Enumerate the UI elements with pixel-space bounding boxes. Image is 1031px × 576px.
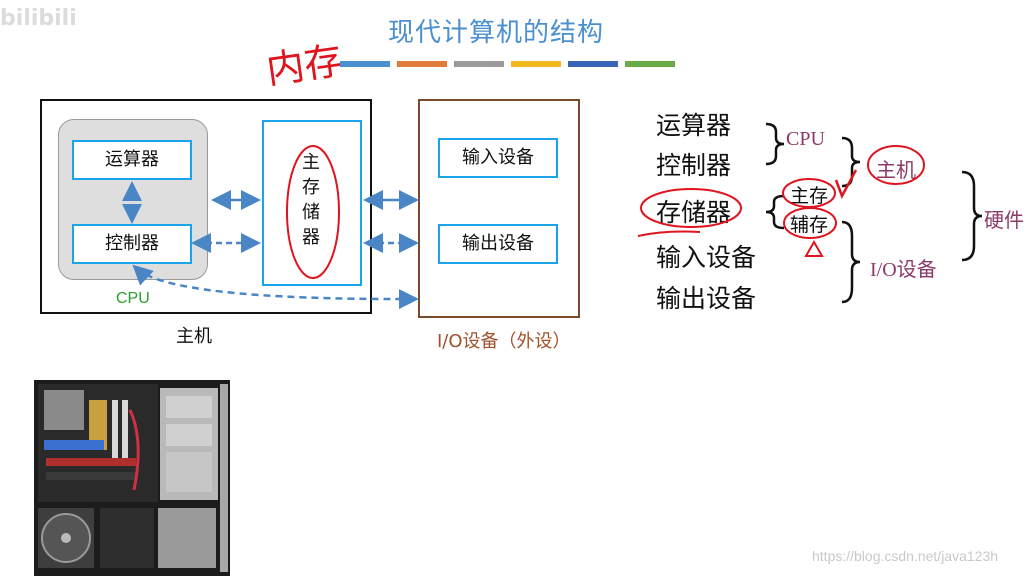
main-memory-sub-label: 主存 xyxy=(790,185,829,207)
hardware-group-label: 硬件 xyxy=(984,210,1024,232)
color-bar-segment xyxy=(511,61,561,67)
memory-item-circle xyxy=(640,188,742,228)
color-bar-segment xyxy=(454,61,504,67)
cpu-group-label: CPU xyxy=(786,128,825,150)
color-bar-segment xyxy=(568,61,618,67)
host-label: 主机 xyxy=(176,326,212,347)
host-group-label: 主机 xyxy=(876,160,916,182)
triangle-mark xyxy=(804,239,824,257)
check-mark xyxy=(834,169,858,200)
output-device-box: 输出设备 xyxy=(438,224,558,264)
main-memory-label: 主 存 储 器 xyxy=(302,152,320,248)
bilibili-watermark: bilibili xyxy=(0,6,77,31)
main-memory-circle xyxy=(782,178,836,208)
color-bar xyxy=(340,61,675,67)
color-bar-segment xyxy=(397,61,447,67)
aux-memory-circle xyxy=(783,207,837,239)
io-devices-label: I/O设备（外设） xyxy=(437,331,571,352)
list-item-control-unit: 控制器 xyxy=(656,151,732,180)
list-item-alu: 运算器 xyxy=(656,111,732,140)
memory-handwritten-circle xyxy=(286,145,340,279)
input-device-box: 输入设备 xyxy=(438,138,558,178)
svg-text:内存: 内存 xyxy=(264,38,342,92)
io-group-label: I/O设备 xyxy=(870,259,937,281)
handwritten-note: 内存 xyxy=(264,38,342,92)
io-brace xyxy=(841,220,861,304)
memory-underline xyxy=(637,230,701,237)
host-circle xyxy=(867,145,925,185)
url-watermark: https://blog.csdn.net/java123h xyxy=(812,548,999,564)
computer-case-image xyxy=(34,380,230,576)
memory-brace xyxy=(765,194,785,230)
list-item-output-device: 输出设备 xyxy=(656,284,757,313)
list-item-input-device: 输入设备 xyxy=(656,243,757,272)
main-memory-box xyxy=(262,120,362,286)
color-bar-segment xyxy=(625,61,675,67)
cpu-brace xyxy=(765,122,785,166)
aux-memory-sub-label: 辅存 xyxy=(790,214,829,236)
io-box xyxy=(418,99,580,318)
slide-title: 现代计算机的结构 xyxy=(388,18,605,48)
color-bar-segment xyxy=(340,61,390,67)
alu-box: 运算器 xyxy=(72,140,192,180)
list-item-memory: 存储器 xyxy=(656,198,732,227)
cu-io-curve-arrow xyxy=(132,264,419,310)
hardware-brace xyxy=(961,170,983,262)
